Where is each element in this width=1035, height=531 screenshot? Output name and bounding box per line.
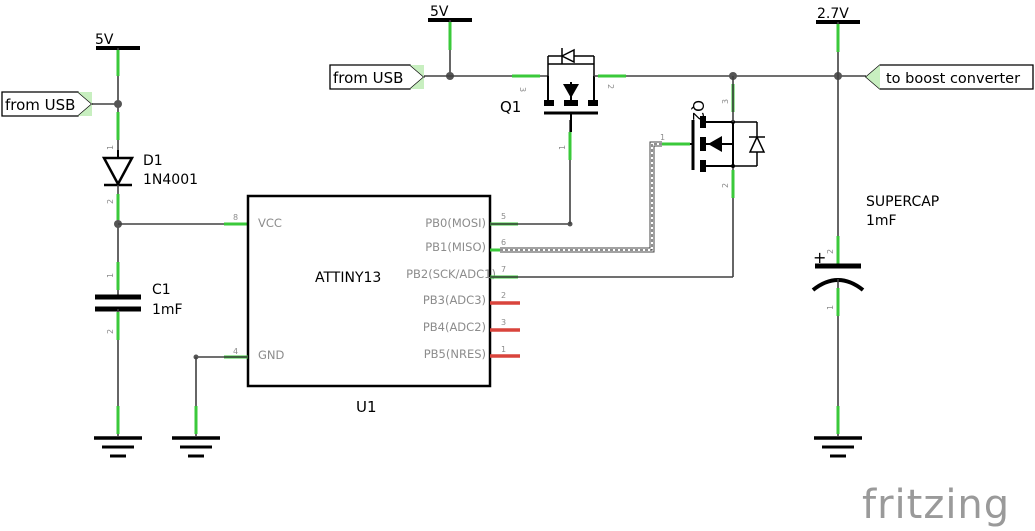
net-label-5v-top: 5V xyxy=(430,4,449,20)
port-from-usb-top[interactable]: from USB xyxy=(329,64,425,90)
supercap-name: SUPERCAP xyxy=(866,194,939,210)
ground-symbol-u1 xyxy=(172,436,220,458)
u1-pin-pb5: PB5(NRES) xyxy=(424,347,486,361)
svg-text:2: 2 xyxy=(826,249,835,254)
c1-value: 1mF xyxy=(152,302,183,318)
fritzing-logo: fritzing xyxy=(862,482,1010,528)
port-to-boost-converter[interactable]: to boost converter xyxy=(865,64,1034,90)
supercap-value: 1mF xyxy=(866,213,897,229)
net-label-2v7: 2.7V xyxy=(817,6,849,22)
u1-pin-vcc: VCC xyxy=(258,216,282,230)
port-from-usb-left[interactable]: from USB xyxy=(1,91,93,117)
svg-text:1: 1 xyxy=(558,145,567,150)
svg-text:1: 1 xyxy=(106,273,115,278)
capacitor-c1[interactable] xyxy=(95,294,141,312)
c1-reference: C1 xyxy=(152,282,171,298)
svg-text:2: 2 xyxy=(501,291,506,300)
svg-text:3: 3 xyxy=(501,318,506,327)
svg-text:8: 8 xyxy=(233,213,238,222)
supercap-plus: + xyxy=(813,248,826,267)
svg-text:to boost converter: to boost converter xyxy=(886,71,1020,87)
diode-d1[interactable] xyxy=(101,150,135,187)
u1-pin-pb2: PB2(SCK/ADC1) xyxy=(406,267,496,281)
mosfet-q2[interactable] xyxy=(690,116,766,172)
q1-reference: Q1 xyxy=(500,98,521,116)
ground-symbol-left xyxy=(94,436,142,458)
u1-pin-pb0: PB0(MOSI) xyxy=(425,216,486,230)
u1-reference: U1 xyxy=(356,398,377,416)
ic-u1-attiny13[interactable] xyxy=(246,194,492,388)
u1-pin-gnd: GND xyxy=(258,348,285,362)
svg-text:6: 6 xyxy=(501,238,506,247)
svg-text:5: 5 xyxy=(501,212,506,221)
mosfet-q1[interactable] xyxy=(544,48,598,132)
svg-text:from USB: from USB xyxy=(333,69,403,87)
left-power-branch: 5V 1 D1 1N4001 2 1 C1 1mF 2 xyxy=(92,32,248,458)
u1-part-name: ATTINY13 xyxy=(315,270,381,286)
svg-text:7: 7 xyxy=(501,265,506,274)
net-label-5v-left: 5V xyxy=(95,32,114,48)
svg-text:1: 1 xyxy=(501,345,506,354)
u1-pin-pb1: PB1(MISO) xyxy=(425,240,486,254)
u1-pin-pb3: PB3(ADC3) xyxy=(423,293,486,307)
d1-value: 1N4001 xyxy=(143,172,198,188)
svg-text:1: 1 xyxy=(660,133,665,142)
u1-pin-pb4: PB4(ADC2) xyxy=(423,320,486,334)
selected-wire-pb1[interactable] xyxy=(500,141,662,253)
svg-text:from USB: from USB xyxy=(5,96,75,114)
svg-text:2: 2 xyxy=(106,199,115,204)
svg-text:2: 2 xyxy=(721,183,730,188)
d1-reference: D1 xyxy=(143,153,163,169)
svg-text:2: 2 xyxy=(106,329,115,334)
svg-text:4: 4 xyxy=(233,347,238,356)
svg-text:3: 3 xyxy=(721,99,730,104)
svg-text:1: 1 xyxy=(826,305,835,310)
svg-text:2: 2 xyxy=(606,84,615,89)
svg-text:3: 3 xyxy=(518,87,527,92)
svg-text:1: 1 xyxy=(106,145,115,150)
ground-symbol-supercap xyxy=(814,436,862,458)
